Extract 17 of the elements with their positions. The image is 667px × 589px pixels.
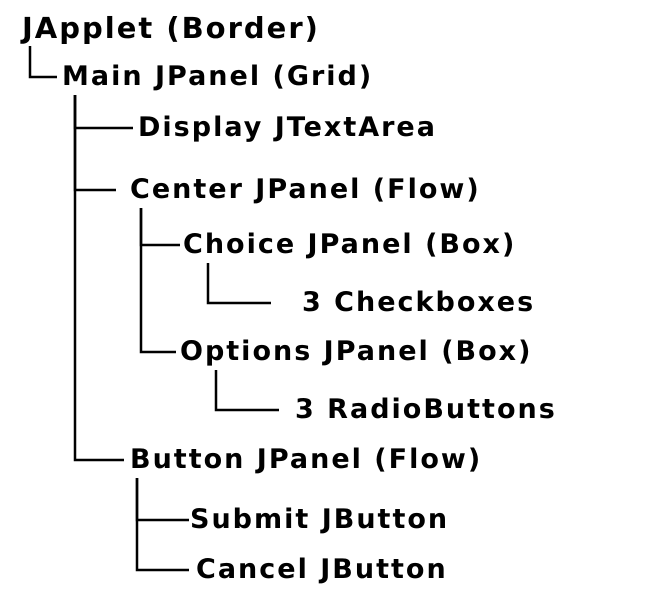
tree-item-label: Display JTextArea: [133, 111, 437, 145]
tree-connector: [74, 95, 124, 462]
tree-item-label: Button JPanel (Flow): [124, 443, 482, 477]
tree-item-label: Options JPanel (Box): [176, 335, 532, 369]
tree-connector: [206, 263, 271, 304]
tree-item-label: JApplet (Border): [22, 11, 320, 45]
tree-connector: [214, 370, 279, 412]
tree-connector: [136, 478, 189, 572]
tree-item-label: Choice JPanel (Box): [180, 228, 516, 262]
tree-connector: [28, 46, 57, 78]
tree-item-label: Main JPanel (Grid): [57, 60, 374, 94]
tree-item-label: Center JPanel (Flow): [116, 173, 481, 207]
tree-item-label: Cancel JButton: [189, 553, 448, 587]
tree-item-label: 3 Checkboxes: [271, 286, 536, 320]
tree-item-label: Submit JButton: [189, 503, 450, 537]
tree-item-label: 3 RadioButtons: [279, 393, 557, 427]
tree-connector: [140, 208, 176, 354]
